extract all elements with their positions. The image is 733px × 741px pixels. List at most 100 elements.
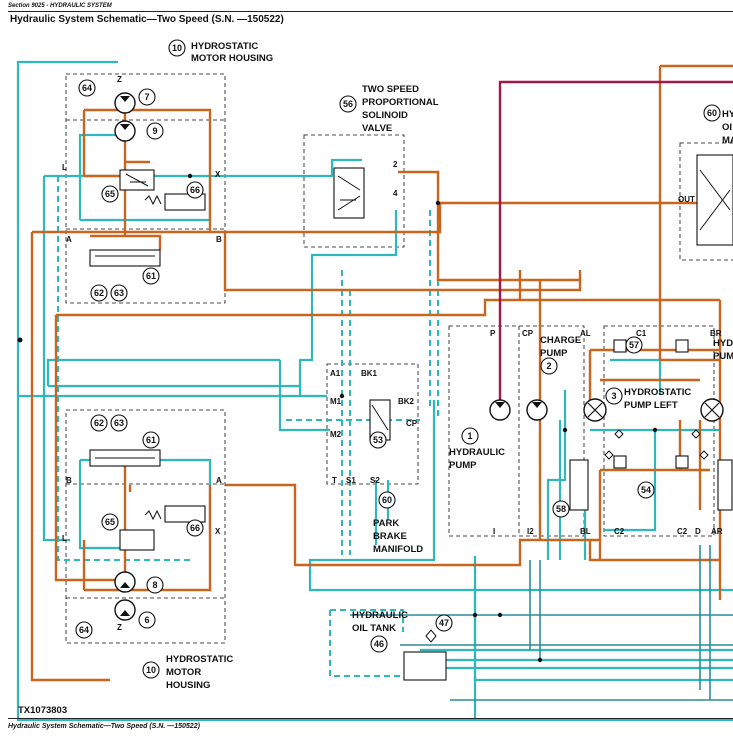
callout-3: 3 (611, 391, 616, 401)
port-l-top: L (62, 163, 67, 172)
check-valves (425, 429, 709, 643)
park-brake-line2: BRAKE (373, 531, 407, 542)
return-lines (350, 545, 733, 701)
port-ar: AR (711, 527, 723, 536)
hydraulic-pump-line2: PUMP (449, 460, 477, 471)
charge-pump-line1: CHARGE (540, 335, 581, 346)
valve-arrows (95, 169, 731, 521)
port-d: D (695, 527, 701, 536)
callout-7: 7 (144, 92, 149, 102)
port-m2: M2 (330, 430, 342, 439)
port-c2-left: C2 (614, 527, 625, 536)
callout-64-top: 64 (82, 83, 92, 93)
port-s2: S2 (370, 476, 380, 485)
pressure-lines (30, 64, 733, 682)
callout-60-manifold: 60 (707, 108, 717, 118)
port-b-bottom: B (66, 476, 72, 485)
oil-tank-line2: OIL TANK (352, 623, 396, 634)
callout-10-top: 10 (172, 43, 182, 53)
two-speed-valve-line3: SOLINOID (362, 110, 408, 121)
callout-60-brake: 60 (382, 495, 392, 505)
motor-housing-top-line1: HYDROSTATIC (191, 41, 258, 52)
port-labels: Z X L A B B A L X Z 2 4 A1 BK1 M1 BK2 CP… (62, 75, 723, 632)
port-cp-pump: CP (522, 329, 534, 338)
callout-58: 58 (556, 504, 566, 514)
port-z-bottom: Z (117, 623, 122, 632)
page-title: Hydraulic System Schematic—Two Speed (S.… (10, 14, 284, 25)
component-labels: HYDROSTATIC MOTOR HOUSING TWO SPEED PROP… (166, 41, 733, 691)
callout-61-bottom: 61 (146, 435, 156, 445)
port-t: T (332, 476, 337, 485)
manifold-line1: HY (722, 109, 733, 120)
callout-46: 46 (374, 639, 384, 649)
header-rule (8, 11, 733, 12)
motor-housing-bottom-line2: MOTOR (166, 667, 201, 678)
valve-port-4: 4 (393, 189, 398, 198)
callouts (75, 39, 721, 679)
port-a-top: A (66, 235, 72, 244)
two-speed-valve-line4: VALVE (362, 123, 392, 134)
port-br: BR (710, 329, 722, 338)
motor-housing-bottom-line1: HYDROSTATIC (166, 654, 233, 665)
port-c1: C1 (636, 329, 647, 338)
pump-right-line2: PUM (713, 351, 733, 362)
callout-56: 56 (343, 99, 353, 109)
footer-rule (8, 718, 733, 719)
callout-62-top: 62 (94, 288, 104, 298)
port-x-bottom: X (215, 527, 221, 536)
callout-65-bottom: 65 (105, 517, 115, 527)
port-i2: I2 (527, 527, 534, 536)
manifold-line2: OI (722, 122, 732, 133)
motor-housing-top-line2: MOTOR HOUSING (191, 53, 273, 64)
callout-64-bottom: 64 (79, 625, 89, 635)
pilot-line (498, 80, 733, 405)
pump-right-line1: HYD (713, 338, 733, 349)
motor-housing-bottom-line3: HOUSING (166, 680, 210, 691)
callout-2: 2 (546, 361, 551, 371)
oil-tank-line1: HYDRAULIC (352, 610, 408, 621)
callout-10-bottom: 10 (146, 665, 156, 675)
port-x-top: X (215, 170, 221, 179)
callout-47: 47 (439, 618, 449, 628)
port-a1: A1 (330, 369, 341, 378)
valve-port-2: 2 (393, 160, 398, 169)
figure-id: TX1073803 (18, 705, 67, 716)
park-brake-line1: PARK (373, 518, 399, 529)
port-m1: M1 (330, 397, 342, 406)
port-bl: BL (580, 527, 591, 536)
callout-66-top: 66 (190, 185, 200, 195)
port-i: I (493, 527, 495, 536)
charge-dashed-lines (57, 176, 439, 677)
port-z-top: Z (117, 75, 122, 84)
port-c2-right: C2 (677, 527, 688, 536)
port-al: AL (580, 329, 591, 338)
callout-57: 57 (629, 340, 639, 350)
callout-9: 9 (152, 126, 157, 136)
port-cp-brake: CP (406, 419, 418, 428)
pump-left-line2: PUMP LEFT (624, 400, 678, 411)
manifold-out-label: OUT (678, 195, 695, 204)
callout-6: 6 (144, 615, 149, 625)
callout-65-top: 65 (105, 189, 115, 199)
valve-blocks (89, 154, 733, 681)
callout-numbers: 10 64 7 9 65 66 61 62 63 56 60 53 60 1 2… (79, 43, 717, 675)
footer-caption: Hydraulic System Schematic—Two Speed (S.… (8, 723, 200, 730)
port-p: P (490, 329, 496, 338)
port-a-bottom: A (216, 476, 222, 485)
callout-1: 1 (467, 431, 472, 441)
port-s1: S1 (346, 476, 356, 485)
housing-outlines (65, 73, 733, 644)
two-speed-valve-line1: TWO SPEED (362, 84, 419, 95)
hydraulic-pump-line1: HYDRAULIC (449, 447, 505, 458)
callout-62-bottom: 62 (94, 418, 104, 428)
callout-61-top: 61 (146, 271, 156, 281)
manifold-line3: MA (722, 135, 733, 146)
pump-left-line1: HYDROSTATIC (624, 387, 691, 398)
motor-wedges (120, 96, 720, 616)
callout-54: 54 (641, 485, 651, 495)
port-l-bottom: L (62, 534, 67, 543)
port-bk2: BK2 (398, 397, 415, 406)
park-brake-line3: MANIFOLD (373, 544, 423, 555)
callout-66-bottom: 66 (190, 523, 200, 533)
